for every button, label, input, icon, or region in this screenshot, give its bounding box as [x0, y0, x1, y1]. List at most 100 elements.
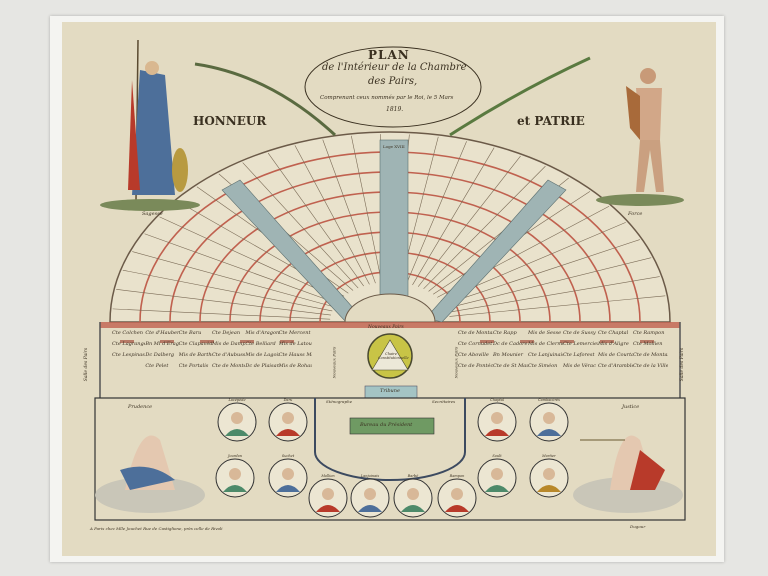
seat-marker — [560, 340, 574, 343]
force-figure — [596, 68, 684, 206]
portrait-gallery: Lacépède Daru Chaptal Cambacérès Jourdan… — [215, 398, 569, 518]
title-line3: des Pairs, — [368, 76, 418, 87]
seat-marker — [200, 340, 214, 343]
seat-divider — [242, 162, 359, 289]
peer-name: Cte Lagrange — [112, 341, 146, 347]
label-stenographe: Sténographe — [326, 399, 353, 404]
lower-section — [94, 397, 686, 521]
label-prudence: Prudence — [128, 404, 153, 410]
peer-name: Cte Lanjuinais — [528, 352, 563, 358]
peer-name: Cte de Montalembert — [458, 330, 493, 336]
peer-name: Cte Laforest — [563, 352, 595, 358]
seat-marker — [600, 340, 614, 343]
central-aisle — [379, 139, 409, 323]
peer-name: Mis de Sesse — [528, 330, 562, 336]
peer-portrait: Soult — [477, 454, 517, 498]
seat-divider — [423, 165, 546, 290]
portrait-label: Mollien — [320, 474, 335, 478]
peer-name: Dc Dalberg — [145, 352, 175, 358]
seat-divider — [112, 308, 331, 320]
portrait-label: Jourdan — [227, 454, 243, 458]
peer-name — [112, 363, 145, 369]
label-nouveaux-pairs-left: Nouveaux Pairs — [331, 346, 337, 379]
peer-portrait: Rampon — [437, 474, 477, 518]
footer-publisher: A Paris chez Mlle Jouchet Rue de Castigl… — [90, 526, 223, 531]
seat-divider — [449, 295, 666, 317]
peer-portrait: Chaptal — [477, 398, 517, 442]
peer-name: Mis de Dampierre — [211, 341, 246, 347]
peer-name: Dc de Plaisance — [245, 363, 278, 369]
peer-name: Cte Cornudet — [458, 341, 493, 347]
seat-marker — [240, 340, 254, 343]
portrait-label: Cambacérès — [538, 398, 560, 402]
title-plan: PLAN — [368, 48, 410, 62]
peer-name: Cte de St Maubreuil — [493, 363, 528, 369]
label-secretaires: Secrétaires — [432, 399, 456, 404]
peer-name: Mis de Clermont — [528, 341, 563, 347]
portrait-label: Rampon — [449, 474, 465, 478]
peer-portrait: Lanjuinais — [350, 474, 390, 518]
portrait-label: Daru — [283, 398, 294, 402]
peer-name: Cte Dejean — [211, 330, 241, 336]
peer-name: Cte Hauss Mathieu — [278, 352, 312, 358]
peer-name: Cte Lespinasse — [112, 352, 145, 358]
portrait-label: Mortier — [541, 454, 556, 458]
seat-divider — [159, 216, 341, 300]
seat-divider — [122, 269, 333, 312]
peer-name: Cte Mercent — [278, 330, 311, 336]
peer-name: Mis de Barthélé — [178, 352, 212, 358]
label-chaire: Chaire Constitutionnelle — [378, 352, 409, 360]
label-force: Force — [628, 211, 643, 217]
peer-name: Cte Baru — [178, 330, 202, 336]
seat-divider — [446, 257, 652, 309]
title-line2: de l'Intérieur de la Chambre — [322, 62, 467, 73]
peer-name: Cte Chaptal — [598, 330, 629, 336]
motto-patrie: et PATRIE — [517, 114, 585, 128]
peer-name: Cte Aboville — [458, 352, 489, 358]
peer-name: Cte de Montesquiou — [211, 363, 246, 369]
front-bench — [100, 322, 680, 328]
peer-name: Cte Colchen — [112, 330, 144, 336]
peer-name: Cte d'Haubersart — [145, 330, 178, 336]
title-cartouche — [304, 46, 482, 128]
title-line4: Comprenant ceux nommés par le Roi, le 5 … — [320, 95, 454, 101]
label-salle-left: Salle des Pairs — [84, 347, 90, 382]
label-salle-right: Salle des Pairs — [680, 347, 686, 382]
motto-honneur: HONNEUR — [193, 114, 267, 128]
president-enclosure — [314, 398, 466, 481]
seat-divider — [417, 155, 521, 287]
seat-marker — [280, 340, 294, 343]
palm-branch-icon — [194, 62, 337, 137]
peer-name: Cte Belliard — [245, 341, 276, 347]
peer-name: Cte de la Villegontier — [633, 363, 668, 369]
peer-portrait: Mollien — [308, 474, 348, 518]
peer-name: Cte Lemercier — [563, 341, 598, 347]
bureau-du-president — [349, 417, 435, 435]
sagesse-figure — [100, 39, 200, 211]
title-year: 1819. — [386, 106, 404, 113]
peer-portrait: Mortier — [529, 454, 569, 498]
seat-marker — [640, 340, 654, 343]
peer-name: Cte de Pontécoulant — [458, 363, 493, 369]
portrait-label: Soult — [492, 454, 502, 458]
peer-name: Mis de Latour — [278, 341, 312, 347]
label-tribune: Tribune — [380, 388, 400, 394]
peer-name: Cte Clapavède — [178, 341, 212, 347]
peer-portrait: Barbé — [393, 474, 433, 518]
label-loge: Loge XVIII — [383, 144, 405, 149]
seat-marker — [520, 340, 534, 343]
peer-portrait: Cambacérès — [529, 398, 569, 442]
portrait-label: Chaptal — [490, 398, 504, 402]
portrait-label: Lanjuinais — [360, 474, 380, 478]
peer-name: Mis de Rohault — [278, 363, 312, 369]
seat-marker — [160, 340, 174, 343]
peer-name: Cte Mollien — [633, 341, 663, 347]
label-justice: Justice — [622, 404, 640, 410]
peer-portrait: Suchet — [268, 454, 308, 498]
prudence-figure — [95, 435, 205, 513]
peer-portrait: Jourdan — [215, 454, 255, 498]
peer-portrait: Daru — [268, 398, 308, 442]
